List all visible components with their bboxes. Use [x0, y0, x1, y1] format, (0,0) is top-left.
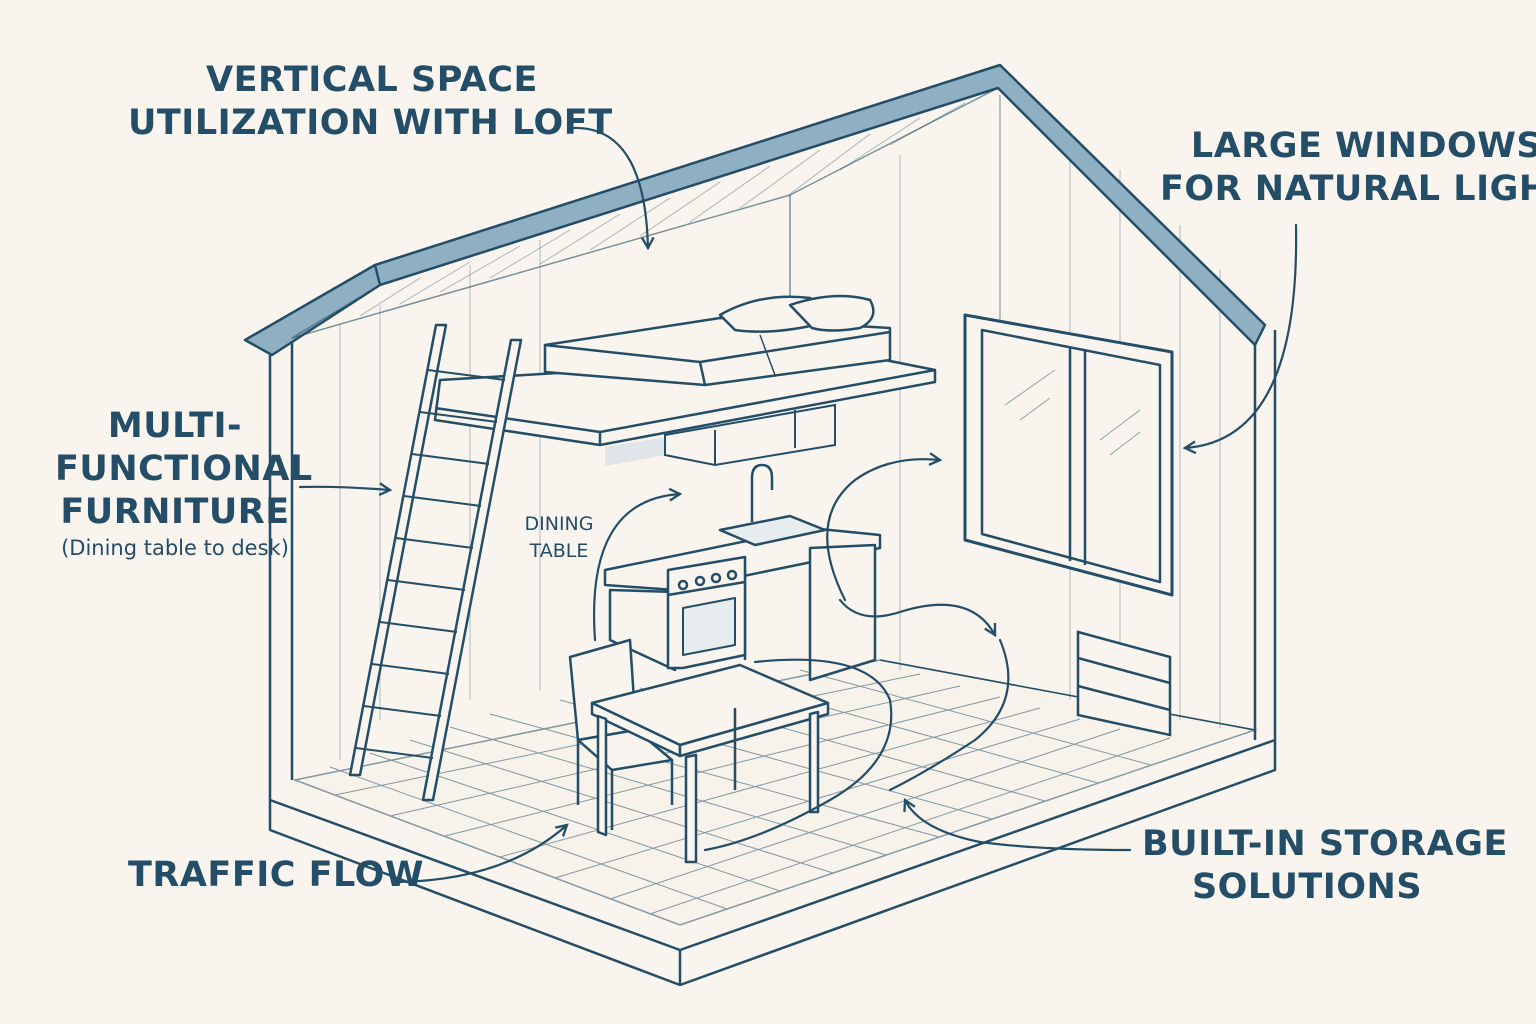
loft-ladder: [348, 323, 523, 802]
furniture-label-line1: MULTI-: [107, 406, 243, 446]
dining-label-line2: TABLE: [529, 540, 589, 562]
dining-table: [590, 663, 830, 864]
dining-arrow: [593, 494, 680, 642]
upper-cabinet: [664, 403, 836, 467]
storage-label: BUILT-IN STORAGE SOLUTIONS: [1142, 823, 1508, 909]
windows-arrow: [1185, 223, 1298, 448]
roof: [243, 63, 1267, 357]
traffic-arrow: [396, 825, 567, 884]
traffic-label-text: TRAFFIC FLOW: [128, 855, 424, 895]
furniture-arrow: [298, 487, 390, 490]
furniture-label-line3: FURNITURE: [60, 492, 290, 532]
windows-label-line1: LARGE WINDOWS: [1190, 126, 1536, 166]
dining-label-line1: DINING: [524, 513, 594, 535]
furniture-label: MULTI- FUNCTIONAL FURNITURE (Dining tabl…: [55, 405, 313, 562]
windows-label-line2: FOR NATURAL LIGHT: [1160, 169, 1536, 209]
floor-slab: [268, 738, 1277, 987]
traffic-flow-paths: [703, 459, 1010, 852]
furniture-label-line2: FUNCTIONAL: [55, 449, 313, 489]
roof-hatching: [359, 102, 966, 317]
loft-bed: [543, 294, 892, 387]
furniture-label-note: (Dining table to desk): [61, 536, 289, 560]
dining-table-label: DINING TABLE: [518, 511, 600, 565]
loft-label-line2: UTILIZATION WITH LOFT: [128, 103, 613, 143]
loft-label: VERTICAL SPACE UTILIZATION WITH LOFT: [128, 59, 613, 145]
storage-label-line1: BUILT-IN STORAGE: [1142, 824, 1508, 864]
windows-label: LARGE WINDOWS FOR NATURAL LIGHT: [1160, 125, 1536, 211]
loft-arrow: [570, 126, 648, 248]
storage-label-line2: SOLUTIONS: [1191, 867, 1423, 907]
kitchen: [603, 463, 882, 682]
loft-label-line1: VERTICAL SPACE: [206, 60, 538, 100]
large-window: [963, 313, 1174, 597]
annotation-arrows: [298, 126, 1298, 884]
storage-drawers: [1076, 630, 1172, 737]
storage-arrow: [905, 800, 1132, 852]
traffic-flow-label: TRAFFIC FLOW: [128, 854, 424, 897]
